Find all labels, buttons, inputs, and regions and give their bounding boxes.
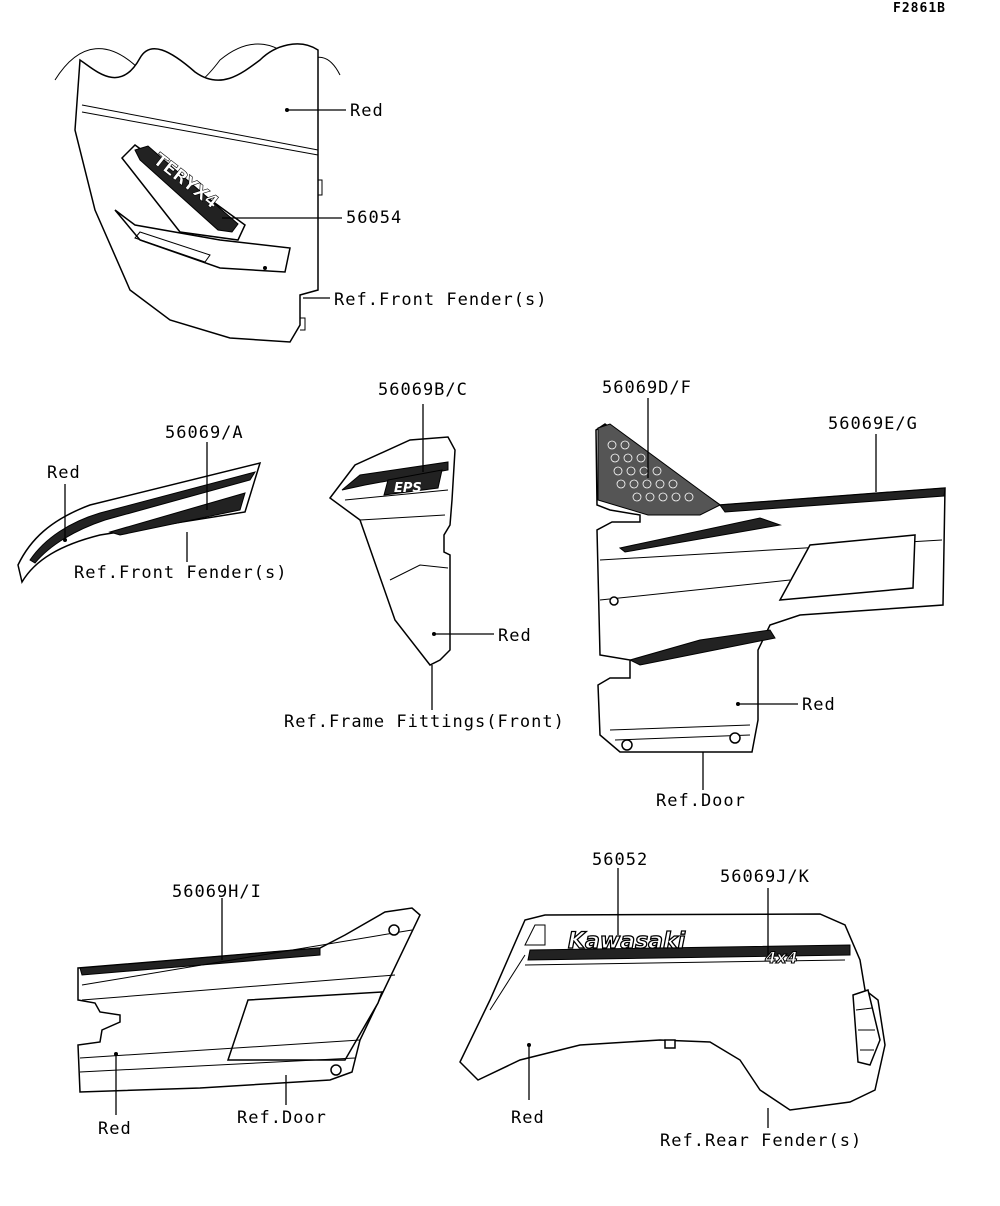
label-part-56069bc: 56069B/C	[378, 380, 468, 400]
label-part-56069df: 56069D/F	[602, 378, 692, 398]
4x4-emblem: 4x4	[764, 948, 799, 968]
label-part-56069a: 56069/A	[165, 423, 244, 443]
label-color-red-4: Red	[802, 695, 836, 715]
label-color-red-2: Red	[47, 463, 81, 483]
svg-text:EPS: EPS	[394, 481, 422, 496]
rear-door-illustration	[77, 907, 421, 1093]
label-color-red-3: Red	[498, 626, 532, 646]
label-ref-front-fender-1: Ref.Front Fender(s)	[334, 290, 547, 310]
front-door-illustration	[595, 423, 946, 753]
label-part-56052: 56052	[592, 850, 648, 870]
svg-text:4x4: 4x4	[764, 948, 798, 967]
svg-text:Kawasaki: Kawasaki	[568, 929, 686, 954]
label-part-56054: 56054	[346, 208, 402, 228]
figure-code: F2861B	[893, 1, 946, 16]
label-color-red-1: Red	[350, 101, 384, 121]
label-part-56069eg: 56069E/G	[828, 414, 918, 434]
label-ref-frame-fittings: Ref.Frame Fittings(Front)	[284, 712, 565, 732]
eps-emblem: EPS	[383, 469, 443, 496]
rear-fender-illustration: Kawasaki 4x4	[459, 913, 886, 1111]
front-hood-illustration: TERYX4	[54, 43, 341, 343]
label-color-red-6: Red	[511, 1108, 545, 1128]
frame-fitting-panel-illustration: EPS	[328, 436, 456, 666]
label-part-56069hi: 56069H/I	[172, 882, 262, 902]
label-color-red-5: Red	[98, 1119, 132, 1139]
label-part-56069jk: 56069J/K	[720, 867, 810, 887]
label-ref-rear-fender: Ref.Rear Fender(s)	[660, 1131, 862, 1151]
kawasaki-emblem: Kawasaki	[567, 928, 686, 954]
label-ref-door-1: Ref.Door	[656, 791, 746, 811]
front-fender-stripe-illustration	[17, 461, 262, 584]
label-ref-door-2: Ref.Door	[237, 1108, 327, 1128]
label-ref-front-fender-2: Ref.Front Fender(s)	[74, 563, 287, 583]
